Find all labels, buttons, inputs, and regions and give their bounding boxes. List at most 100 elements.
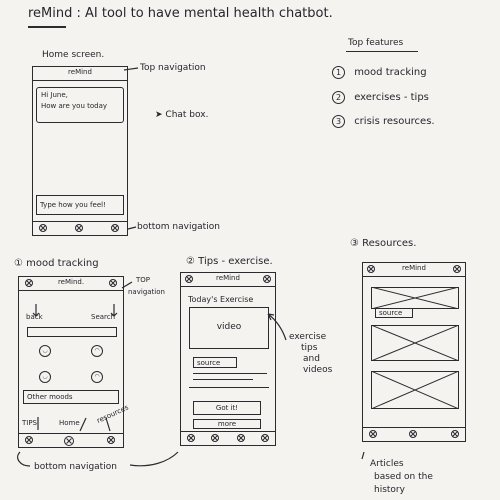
feature-num-1: 1 — [332, 66, 345, 79]
resources-nav-1-icon[interactable] — [369, 430, 377, 438]
mood-back-label: back — [26, 313, 43, 321]
feature-item-3: 3 crisis resources. — [332, 115, 435, 128]
tips-video[interactable]: video — [189, 307, 269, 349]
home-phone: reMind Hi June, How are you today Type h… — [32, 66, 128, 236]
arrow-resources-articles — [361, 451, 365, 460]
features-underline — [346, 51, 418, 53]
tips-nav-3-icon[interactable] — [237, 434, 245, 442]
mood-smile-icon-2[interactable]: ◡ — [39, 371, 51, 383]
title-underline — [28, 26, 66, 28]
arrow-tips-bottom-nav — [129, 451, 179, 467]
mood-annot-top-nav-1: TOP — [136, 276, 151, 284]
resources-top-nav: reMind — [363, 263, 465, 277]
tips-nav-left-icon[interactable] — [185, 275, 193, 283]
mood-search-icon[interactable] — [109, 279, 117, 287]
resources-phone: reMind source — [362, 262, 466, 442]
mood-label: ① mood tracking — [14, 258, 99, 269]
tips-nav-right-icon[interactable] — [263, 275, 271, 283]
resource-card-3-cross — [371, 371, 459, 409]
title-text: reMind : AI tool to have mental health c… — [28, 6, 333, 21]
message-input[interactable]: Type how you feel! — [36, 195, 124, 215]
mood-nav-tips-icon[interactable] — [25, 436, 33, 444]
mood-sad-icon-2[interactable]: ◠ — [91, 371, 103, 383]
mood-nav-home-icon[interactable] — [64, 436, 74, 446]
mood-smile-icon-1[interactable]: ◡ — [39, 345, 51, 357]
resources-annot-2: based on the — [374, 472, 433, 482]
tips-annot-1: exercise — [289, 332, 327, 342]
feature-num-3: 3 — [332, 115, 345, 128]
tips-label: ② Tips - exercise. — [186, 256, 273, 267]
home-nav-right-icon[interactable] — [111, 224, 119, 232]
got-it-label: Got it! — [215, 404, 239, 412]
mood-sad-icon-1[interactable]: ◠ — [91, 345, 103, 357]
tips-text-line-2 — [193, 379, 253, 381]
tips-heading: Today's Exercise — [188, 295, 254, 304]
feature-item-2: 2 exercises - tips — [332, 91, 429, 104]
arrow-mood-bottom-nav-curve — [17, 451, 31, 467]
mood-home-label: Home — [59, 419, 80, 427]
resource-card-3-image[interactable] — [371, 371, 459, 409]
home-label: Home screen. — [42, 50, 105, 60]
resources-bottom-nav — [363, 427, 465, 441]
other-moods-button[interactable]: Other moods — [23, 390, 119, 404]
mood-bottom-nav — [19, 433, 123, 447]
tips-video-label: video — [216, 322, 242, 332]
resources-annot-1: Articles — [370, 459, 404, 469]
home-nav-left-icon[interactable] — [39, 224, 47, 232]
mood-search-label: Search — [91, 313, 116, 321]
tips-phone: reMind Today's Exercise video source Got… — [180, 272, 276, 446]
resources-nav-3-icon[interactable] — [451, 430, 459, 438]
greeting-line1: Hi June, — [41, 91, 68, 99]
feature-text-3: crisis resources. — [354, 116, 435, 127]
tips-top-nav: reMind — [181, 273, 275, 287]
mood-phone: reMind. back Search ◡ ◠ ◡ ◠ Other moods … — [18, 276, 130, 448]
mood-annot-bottom-nav: bottom navigation — [34, 462, 117, 472]
tips-text-line-3 — [189, 387, 269, 389]
tips-nav-4-icon[interactable] — [261, 434, 269, 442]
tips-annot-2: tips — [301, 343, 318, 353]
resources-label: ③ Resources. — [350, 238, 417, 249]
feature-text-2: exercises - tips — [354, 92, 429, 103]
feature-num-2: 2 — [332, 91, 345, 104]
chat-bubble: Hi June, How are you today — [36, 87, 124, 123]
mood-tips-label: TIPS — [22, 419, 38, 427]
annot-home-bottom-nav: bottom navigation — [137, 222, 220, 232]
tips-annot-4: videos — [303, 365, 333, 375]
resources-nav-2-icon[interactable] — [409, 430, 417, 438]
mood-top-nav: reMind. — [19, 277, 123, 291]
got-it-button[interactable]: Got it! — [193, 401, 261, 415]
resource-card-2-image[interactable] — [371, 325, 459, 361]
mood-annot-top-nav-2: navigation — [128, 288, 165, 296]
mood-search-input[interactable] — [27, 327, 117, 337]
resources-app-name: reMind — [402, 264, 426, 272]
home-bottom-nav — [33, 221, 127, 235]
resources-nav-left-icon[interactable] — [367, 265, 375, 273]
resources-nav-right-icon[interactable] — [453, 265, 461, 273]
home-nav-center-icon[interactable] — [75, 224, 83, 232]
home-app-name: reMind — [68, 68, 92, 76]
tips-nav-1-icon[interactable] — [187, 434, 195, 442]
more-button[interactable]: more — [193, 419, 261, 429]
feature-item-1: 1 mood tracking — [332, 66, 427, 79]
tips-annot-3: and — [303, 354, 320, 364]
resource-card-2-cross — [371, 325, 459, 361]
greeting-line2: How are you today — [41, 102, 108, 110]
resource-source-button[interactable]: source — [375, 308, 413, 318]
tips-nav-2-icon[interactable] — [211, 434, 219, 442]
mood-nav-resources-icon[interactable] — [107, 436, 115, 444]
annot-chat-box: ➤ Chat box. — [155, 110, 209, 120]
arrow-home-bottom-nav — [127, 226, 137, 230]
page-title: reMind : AI tool to have mental health c… — [28, 6, 333, 21]
tips-source-button[interactable]: source — [193, 357, 237, 368]
mood-back-icon[interactable] — [25, 279, 33, 287]
mood-resources-label: resources — [95, 403, 130, 425]
annot-home-top-nav: Top navigation — [140, 63, 206, 73]
resource-source-label: source — [379, 309, 403, 317]
tips-app-name: reMind — [216, 274, 240, 282]
feature-text-1: mood tracking — [354, 67, 427, 78]
more-label: more — [217, 420, 237, 428]
resource-card-1-image[interactable] — [371, 287, 459, 309]
tips-text-line-1 — [193, 373, 267, 375]
home-top-nav: reMind — [33, 67, 127, 81]
resources-annot-3: history — [374, 485, 405, 495]
